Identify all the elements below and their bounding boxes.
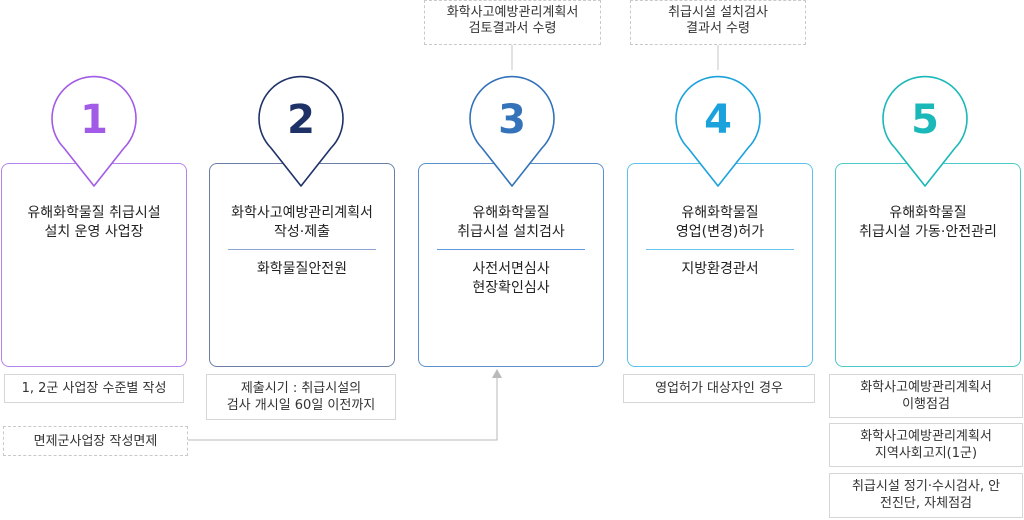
note-step5-b: 화학사고예방관리계획서 지역사회고지(1군) xyxy=(829,423,1023,467)
step-card-5: 유해화학물질 취급시설 가동·안전관리 xyxy=(835,163,1021,367)
step4-title-line1: 유해화학물질 xyxy=(681,205,759,221)
note-step2-line2: 검사 개시일 60일 이전까지 xyxy=(226,398,376,413)
step-number-4: 4 xyxy=(704,97,732,143)
step5-title: 유해화학물질 취급시설 가동·안전관리 xyxy=(836,204,1020,242)
note-step1: 1, 2군 사업장 수준별 작성 xyxy=(4,374,184,403)
step3-title-line2: 취급시설 설치검사 xyxy=(457,224,565,240)
connector-exempt-to-step3 xyxy=(188,376,498,441)
step3-sub-line2: 현장확인심사 xyxy=(472,280,550,296)
top-note-step3-line1: 화학사고예방관리계획서 xyxy=(446,5,579,20)
top-note-step4: 취급시설 설치검사 결과서 수령 xyxy=(630,0,806,45)
step-card-4: 유해화학물질 영업(변경)허가 지방환경관서 xyxy=(627,163,813,367)
top-note-step3: 화학사고예방관리계획서 검토결과서 수령 xyxy=(424,0,601,45)
step4-title: 유해화학물질 영업(변경)허가 xyxy=(628,204,812,242)
note-step5-a-line2: 이행점검 xyxy=(902,397,950,412)
note-step2: 제출시기 : 취급시설의 검사 개시일 60일 이전까지 xyxy=(206,374,396,420)
step4-sub: 지방환경관서 xyxy=(628,260,812,279)
note-step4: 영업허가 대상자인 경우 xyxy=(623,374,815,403)
step2-title: 화학사고예방관리계획서 작성·제출 xyxy=(210,204,394,242)
step2-title-line1: 화학사고예방관리계획서 xyxy=(231,205,373,221)
top-note-step4-line2: 결과서 수령 xyxy=(686,21,750,36)
note-step5-a: 화학사고예방관리계획서 이행점검 xyxy=(829,374,1023,418)
step4-title-line2: 영업(변경)허가 xyxy=(675,224,765,240)
step-card-2: 화학사고예방관리계획서 작성·제출 화학물질안전원 xyxy=(209,163,395,367)
step5-title-line1: 유해화학물질 xyxy=(889,205,967,221)
step4-divider xyxy=(646,249,794,250)
pin-marker-1 xyxy=(51,75,137,187)
step-number-3: 3 xyxy=(498,97,526,143)
note-step5-a-line1: 화학사고예방관리계획서 xyxy=(860,380,992,395)
step1-title: 유해화학물질 취급시설 설치 운영 사업장 xyxy=(2,204,186,242)
note-step5-b-line1: 화학사고예방관리계획서 xyxy=(860,429,992,444)
step2-title-line2: 작성·제출 xyxy=(274,224,330,240)
step2-sub: 화학물질안전원 xyxy=(210,260,394,279)
note-step5-b-line2: 지역사회고지(1군) xyxy=(874,446,978,461)
step3-title-line1: 유해화학물질 xyxy=(472,205,550,221)
top-note-step3-line2: 검토결과서 수령 xyxy=(468,21,557,36)
step5-title-line2: 취급시설 가동·안전관리 xyxy=(859,224,997,240)
step3-divider xyxy=(437,249,585,250)
top-note-step4-line1: 취급시설 설치검사 xyxy=(668,5,768,20)
step-number-1: 1 xyxy=(80,97,108,143)
step3-title: 유해화학물질 취급시설 설치검사 xyxy=(419,204,603,242)
note-exempt: 면제군사업장 작성면제 xyxy=(3,426,188,456)
pin-marker-3 xyxy=(469,75,555,187)
pin-marker-2 xyxy=(258,75,344,187)
pin-marker-5 xyxy=(882,75,968,187)
arrowhead-up xyxy=(492,369,502,378)
step1-title-line1: 유해화학물질 취급시설 xyxy=(27,205,161,221)
note-step2-line1: 제출시기 : 취급시설의 xyxy=(240,381,362,396)
step-card-1: 유해화학물질 취급시설 설치 운영 사업장 xyxy=(1,163,187,367)
step4-sub-line1: 지방환경관서 xyxy=(681,261,759,277)
step-number-2: 2 xyxy=(287,97,315,143)
note-step5-c-line2: 전진단, 자체점검 xyxy=(880,496,972,511)
step-card-3: 유해화학물질 취급시설 설치검사 사전서면심사 현장확인심사 xyxy=(418,163,604,367)
step1-title-line2: 설치 운영 사업장 xyxy=(44,224,144,240)
step3-sub: 사전서면심사 현장확인심사 xyxy=(419,260,603,298)
step2-sub-line1: 화학물질안전원 xyxy=(256,261,348,277)
step3-sub-line1: 사전서면심사 xyxy=(472,261,550,277)
step2-divider xyxy=(228,249,376,250)
step-number-5: 5 xyxy=(911,97,939,143)
pin-marker-4 xyxy=(675,75,761,187)
note-step5-c-line1: 취급시설 정기·수시검사, 안 xyxy=(851,479,1001,494)
note-step5-c: 취급시설 정기·수시검사, 안 전진단, 자체점검 xyxy=(829,473,1023,518)
